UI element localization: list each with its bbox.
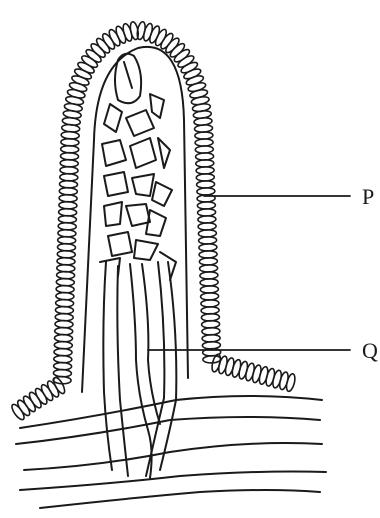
epithelial-cell (45, 379, 60, 398)
base-line-4 (20, 472, 326, 491)
base-line-5 (40, 490, 320, 508)
epithelial-cell (285, 373, 297, 392)
epithelium-cell-layer (10, 21, 297, 421)
venule (160, 262, 176, 470)
capillary-network (100, 54, 176, 280)
epithelial-cell (185, 74, 204, 87)
arteriole-inner (117, 266, 128, 476)
label-p: P (362, 186, 374, 208)
lacteal-inner (142, 264, 160, 424)
epithelial-cell (180, 60, 199, 75)
base-line-3 (24, 443, 322, 470)
label-q: Q (362, 340, 378, 362)
arteriole (103, 262, 112, 470)
